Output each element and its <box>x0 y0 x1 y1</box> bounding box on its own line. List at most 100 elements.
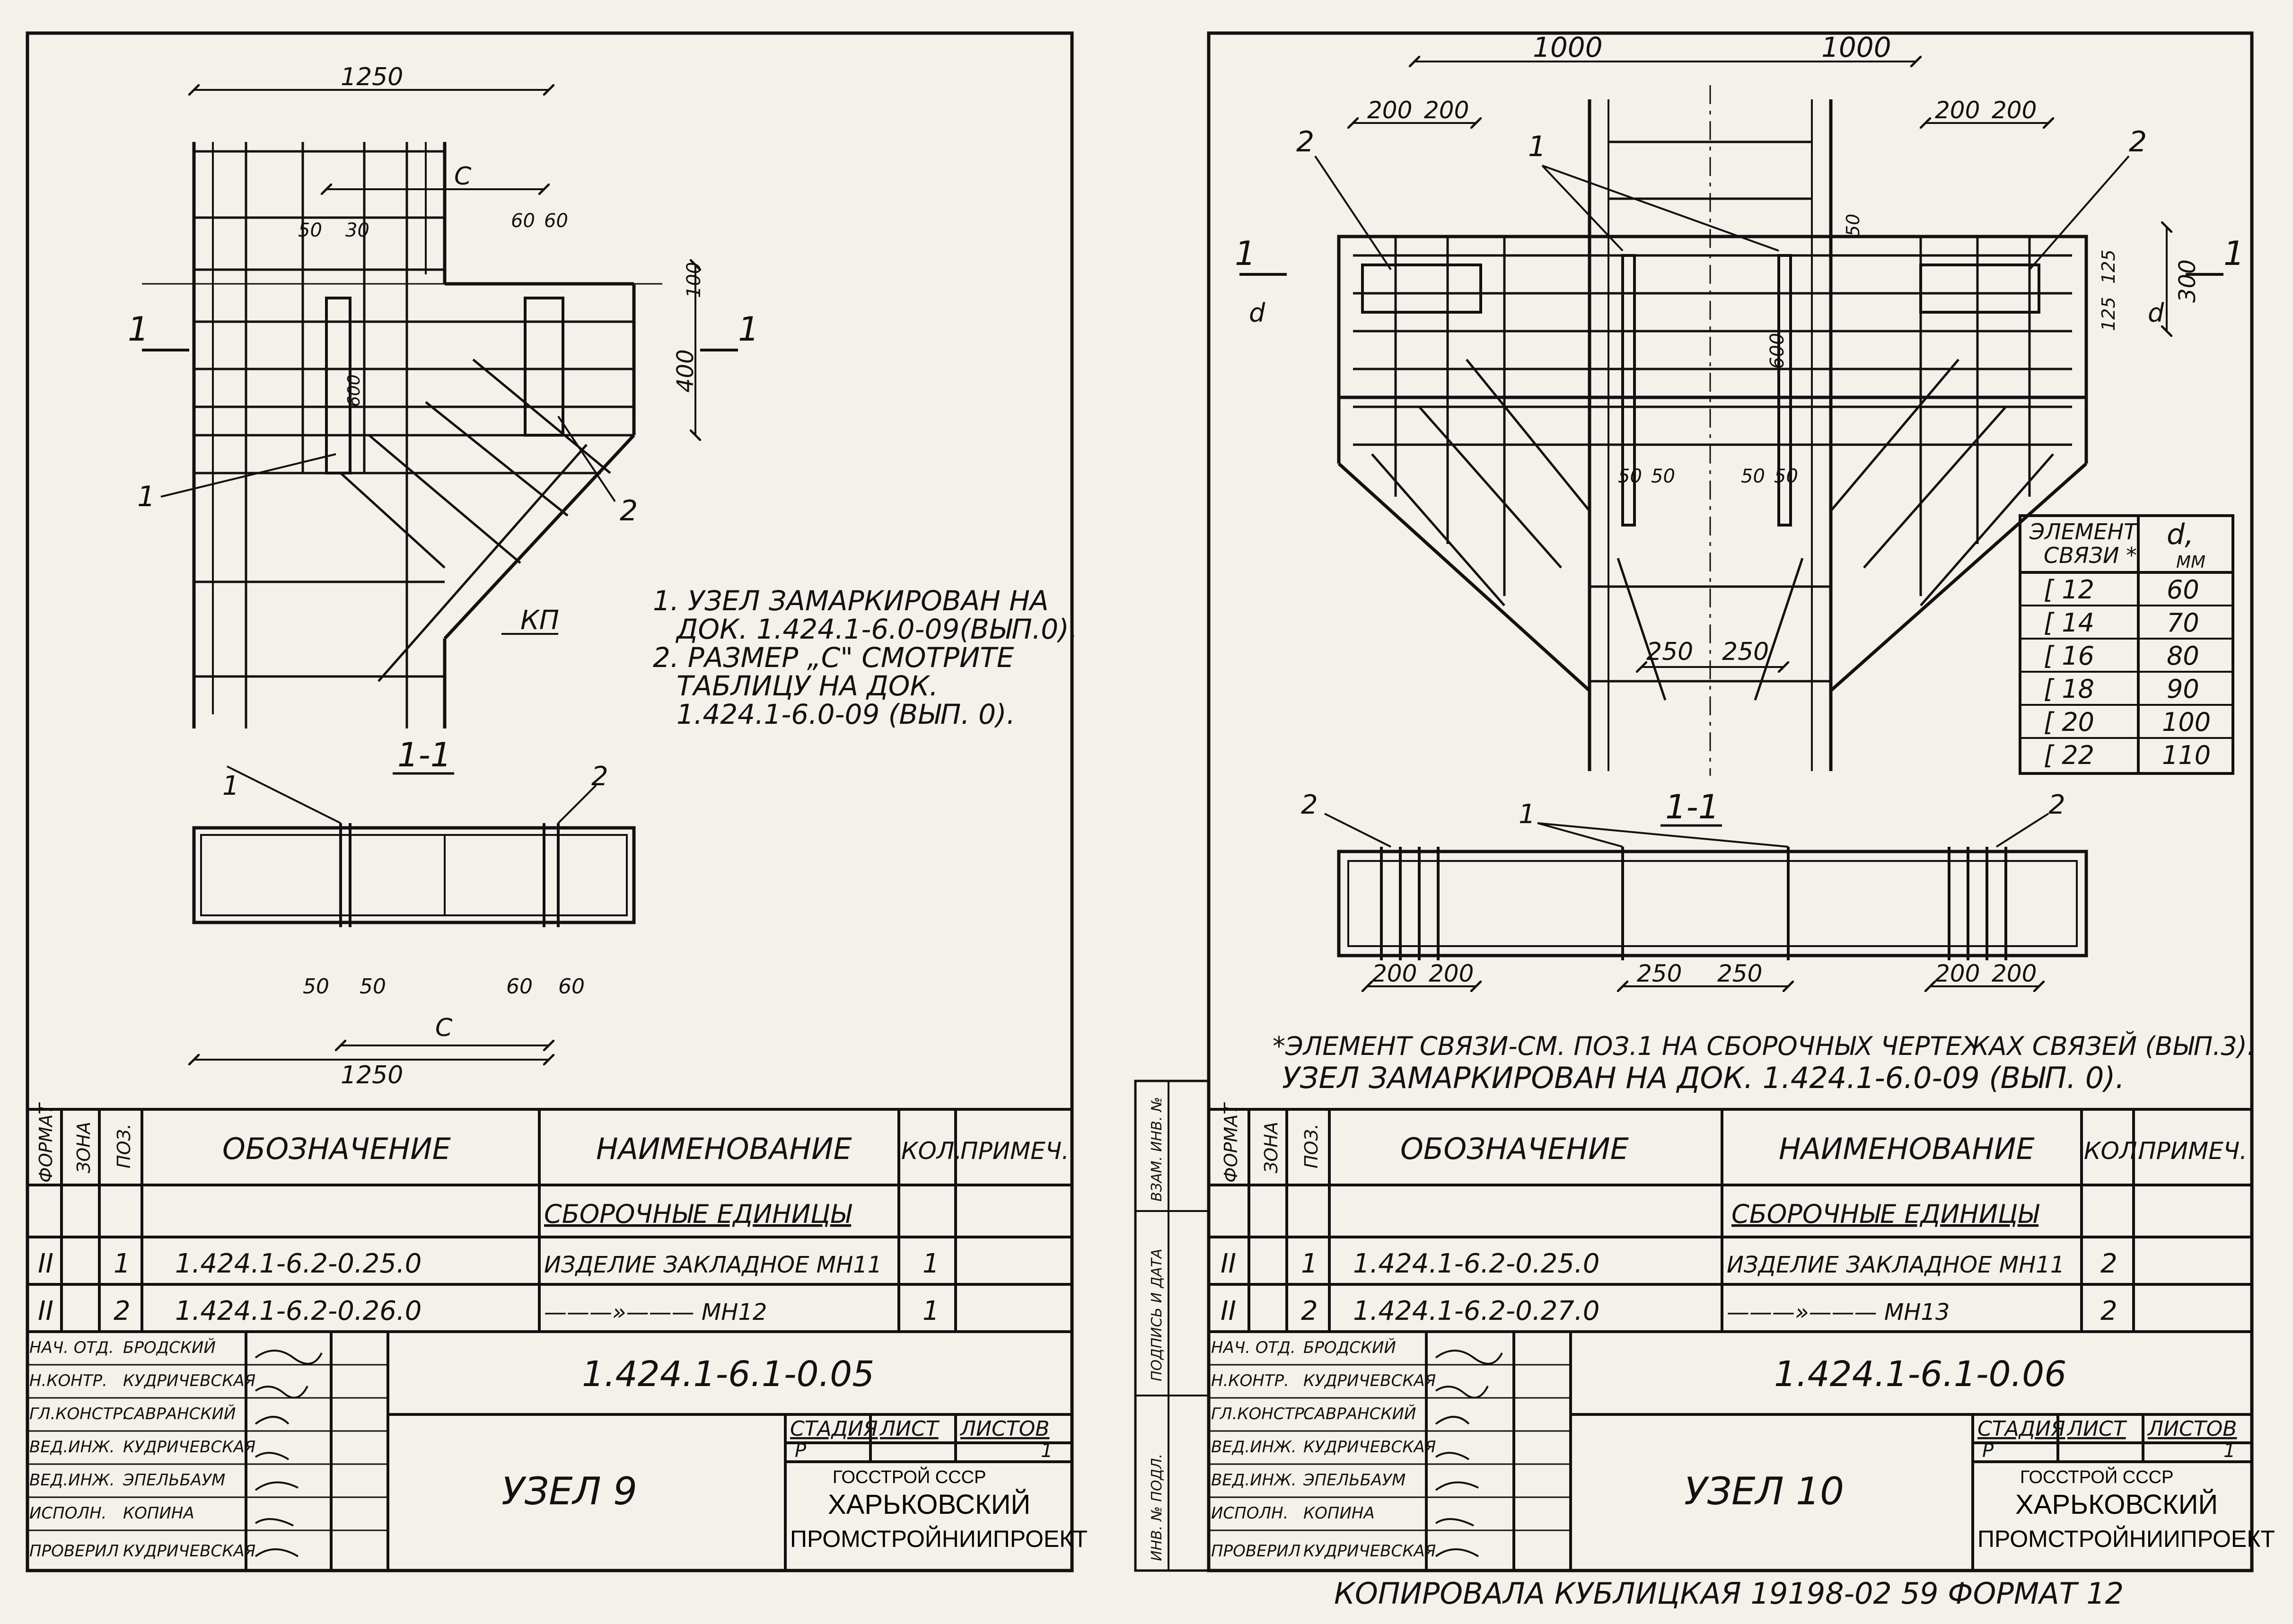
tb-role-6: ИСПОЛН. <box>29 1504 106 1523</box>
link-row2-el: [ 14 <box>2044 608 2094 638</box>
link-row4-d: 90 <box>2167 674 2199 704</box>
dim-1000-a: 1000 <box>1533 31 1603 63</box>
section-1-1-right: 1-1 1 2 2 200 <box>1301 788 2088 987</box>
row1-name: ИЗДЕЛИЕ ЗАКЛАДНОЕ МН11 <box>544 1252 882 1278</box>
row2-name: ———»——— МН13 <box>1727 1299 1950 1326</box>
tb-role-3: ГЛ.КОНСТР. <box>1211 1405 1309 1423</box>
hdr-note: ПРИМЕЧ. <box>2138 1137 2247 1165</box>
hdr-qty: КОЛ. <box>2084 1137 2144 1165</box>
link-element-table: ЭЛЕМЕНТ СВЯЗИ * d, ММ [ 12 60 [ 14 70 [ … <box>2019 514 2234 775</box>
hdr-zone: ЗОНА <box>1261 1122 1282 1173</box>
link-row5-el: [ 20 <box>2044 707 2094 737</box>
sec-dim-1250: 1250 <box>341 1061 403 1089</box>
tb-role-1: НАЧ. ОТД. <box>1211 1338 1296 1357</box>
callout-kp: КП <box>520 605 559 636</box>
hdr-pos: ПОЗ. <box>1301 1124 1322 1168</box>
row1-pos: 1 <box>114 1248 131 1279</box>
section-mark-label: 1 <box>128 310 149 349</box>
note-line-1: *ЭЛЕМЕНТ СВЯЗИ-СМ. ПОЗ.1 НА СБОРОЧНЫХ ЧЕ… <box>1273 1031 2255 1061</box>
link-row2-d: 70 <box>2167 608 2199 638</box>
doc-code-right: 1.424.1-6.1-0.06 <box>1774 1354 2066 1395</box>
hdr-name: НАИМЕНОВАНИЕ <box>596 1132 852 1166</box>
dim-50-vert: 50 <box>1843 214 1863 237</box>
link-hdr-mm: ММ <box>2176 553 2205 572</box>
dim-125-b: 125 <box>2098 297 2119 331</box>
tb-name-1: БРОДСКИЙ <box>1303 1338 1396 1357</box>
node-9-dimensions: 1250 C 50 30 60 60 100 400 600 <box>194 63 705 435</box>
sheets-value-left: 1 <box>1041 1440 1053 1462</box>
dim-c-top: C <box>454 162 472 191</box>
dim-60b: 60 <box>544 210 568 232</box>
row2-qty: 1 <box>922 1296 940 1326</box>
sheets-value-right: 1 <box>2223 1440 2235 1462</box>
callout-1: 1 <box>137 480 155 513</box>
sheets-label-right: ЛИСТОВ <box>2147 1417 2237 1441</box>
dim-200-c: 200 <box>1935 97 1980 124</box>
node-9-notes: 1. УЗЕЛ ЗАМАРКИРОВАН НА ДОК. 1.424.1-6.0… <box>653 585 1078 730</box>
spec-group-title: СБОРОЧНЫЕ ЕДИНИЦЫ <box>1731 1199 2040 1229</box>
tb-role-4: ВЕД.ИНЖ. <box>29 1438 115 1457</box>
tb-name-3: САВРАНСКИЙ <box>123 1404 236 1423</box>
side-stamp-3: ИНВ. № ПОДЛ. <box>1149 1454 1165 1561</box>
row1-designation: 1.424.1-6.2-0.25.0 <box>175 1248 422 1279</box>
note-line-2: УЗЕЛ ЗАМАРКИРОВАН НА ДОК. 1.424.1-6.0-09… <box>1282 1061 2125 1095</box>
dim-300: 300 <box>2174 259 2201 303</box>
org-line-2-left: ХАРЬКОВСКИЙ <box>828 1489 1030 1520</box>
link-row5-d: 100 <box>2162 707 2211 737</box>
dim-250-a: 250 <box>1646 638 1693 666</box>
dim-600-vert: 600 <box>1766 333 1788 369</box>
signatures-right <box>1435 1350 1503 1557</box>
hdr-pos: ПОЗ. <box>114 1124 134 1168</box>
link-row3-el: [ 16 <box>2044 641 2094 671</box>
tb-name-1: БРОДСКИЙ <box>123 1338 216 1357</box>
callout-1: 1 <box>1528 130 1546 163</box>
tb-name-6: КОПИНА <box>123 1504 194 1523</box>
row1-qty: 1 <box>922 1248 940 1279</box>
sheet-left: 1250 C 50 30 60 60 100 400 600 1 1 1 2 К… <box>26 31 1088 1572</box>
stage-label-right: СТАДИЯ <box>1977 1417 2065 1441</box>
row2-qty: 2 <box>2100 1296 2117 1326</box>
note-line-2: ДОК. 1.424.1-6.0-09(ВЫП.0). <box>675 613 1078 645</box>
tb-name-2: КУДРИЧЕВСКАЯ <box>123 1371 255 1390</box>
node-9-callouts: 1 2 КП <box>137 415 638 636</box>
tb-name-5: ЭПЕЛЬБАУМ <box>123 1471 225 1490</box>
tb-role-4: ВЕД.ИНЖ. <box>1211 1438 1297 1457</box>
row1-qty: 2 <box>2100 1248 2117 1279</box>
org-line-1-left: ГОССТРОЙ СССР <box>833 1466 986 1487</box>
link-hdr-d: d, <box>2167 518 2194 551</box>
tb-role-1: НАЧ. ОТД. <box>29 1338 114 1357</box>
dim-d-right: d <box>2148 298 2164 328</box>
hdr-format: ФОРМАТ <box>35 1102 56 1183</box>
sec-dim-60a: 60 <box>506 974 533 999</box>
tb-name-7: КУДРИЧЕВСКАЯ <box>123 1542 255 1561</box>
title-block-right: НАЧ. ОТД. Н.КОНТР. ГЛ.КОНСТР. ВЕД.ИНЖ. В… <box>1209 1332 2275 1571</box>
row1-format: II <box>1221 1248 1236 1279</box>
dim-50-m3: 50 <box>1741 465 1765 487</box>
tb-name-4: КУДРИЧЕВСКАЯ <box>1303 1438 1436 1457</box>
section-callout-2a: 2 <box>1301 790 1318 820</box>
sheet-left-frame <box>26 31 1074 1572</box>
node-10-callouts: 1 2 2 <box>1296 125 2147 271</box>
dim-250-b: 250 <box>1722 638 1769 666</box>
hdr-designation: ОБОЗНАЧЕНИЕ <box>1400 1132 1629 1166</box>
sec-dim-200-b: 200 <box>1429 960 1474 987</box>
sheets-label-left: ЛИСТОВ <box>959 1417 1049 1441</box>
sheet-label-left: ЛИСТ <box>879 1417 940 1441</box>
node-10-notes: *ЭЛЕМЕНТ СВЯЗИ-СМ. ПОЗ.1 НА СБОРОЧНЫХ ЧЕ… <box>1273 1031 2255 1095</box>
callout-2: 2 <box>620 494 638 527</box>
sec-dim-c: C <box>435 1014 453 1042</box>
link-hdr-1: ЭЛЕМЕНТ <box>2029 519 2139 544</box>
dim-30: 30 <box>345 219 369 241</box>
side-stamp-strip <box>1134 1080 1210 1572</box>
tb-name-7: КУДРИЧЕВСКАЯ <box>1303 1542 1436 1561</box>
row2-designation: 1.424.1-6.2-0.26.0 <box>175 1296 422 1326</box>
hdr-designation: ОБОЗНАЧЕНИЕ <box>222 1132 451 1166</box>
section-callout-1: 1 <box>1519 799 1536 830</box>
signatures-left <box>255 1350 323 1557</box>
side-stamp-2: ПОДПИСЬ И ДАТА <box>1149 1249 1165 1381</box>
section-mark-right-1: 1 1 <box>1235 234 2245 276</box>
section-callout-2: 2 <box>591 761 608 792</box>
tb-role-5: ВЕД.ИНЖ. <box>1211 1471 1297 1490</box>
tb-name-2: КУДРИЧЕВСКАЯ <box>1303 1371 1436 1390</box>
tb-name-6: КОПИНА <box>1303 1504 1375 1523</box>
